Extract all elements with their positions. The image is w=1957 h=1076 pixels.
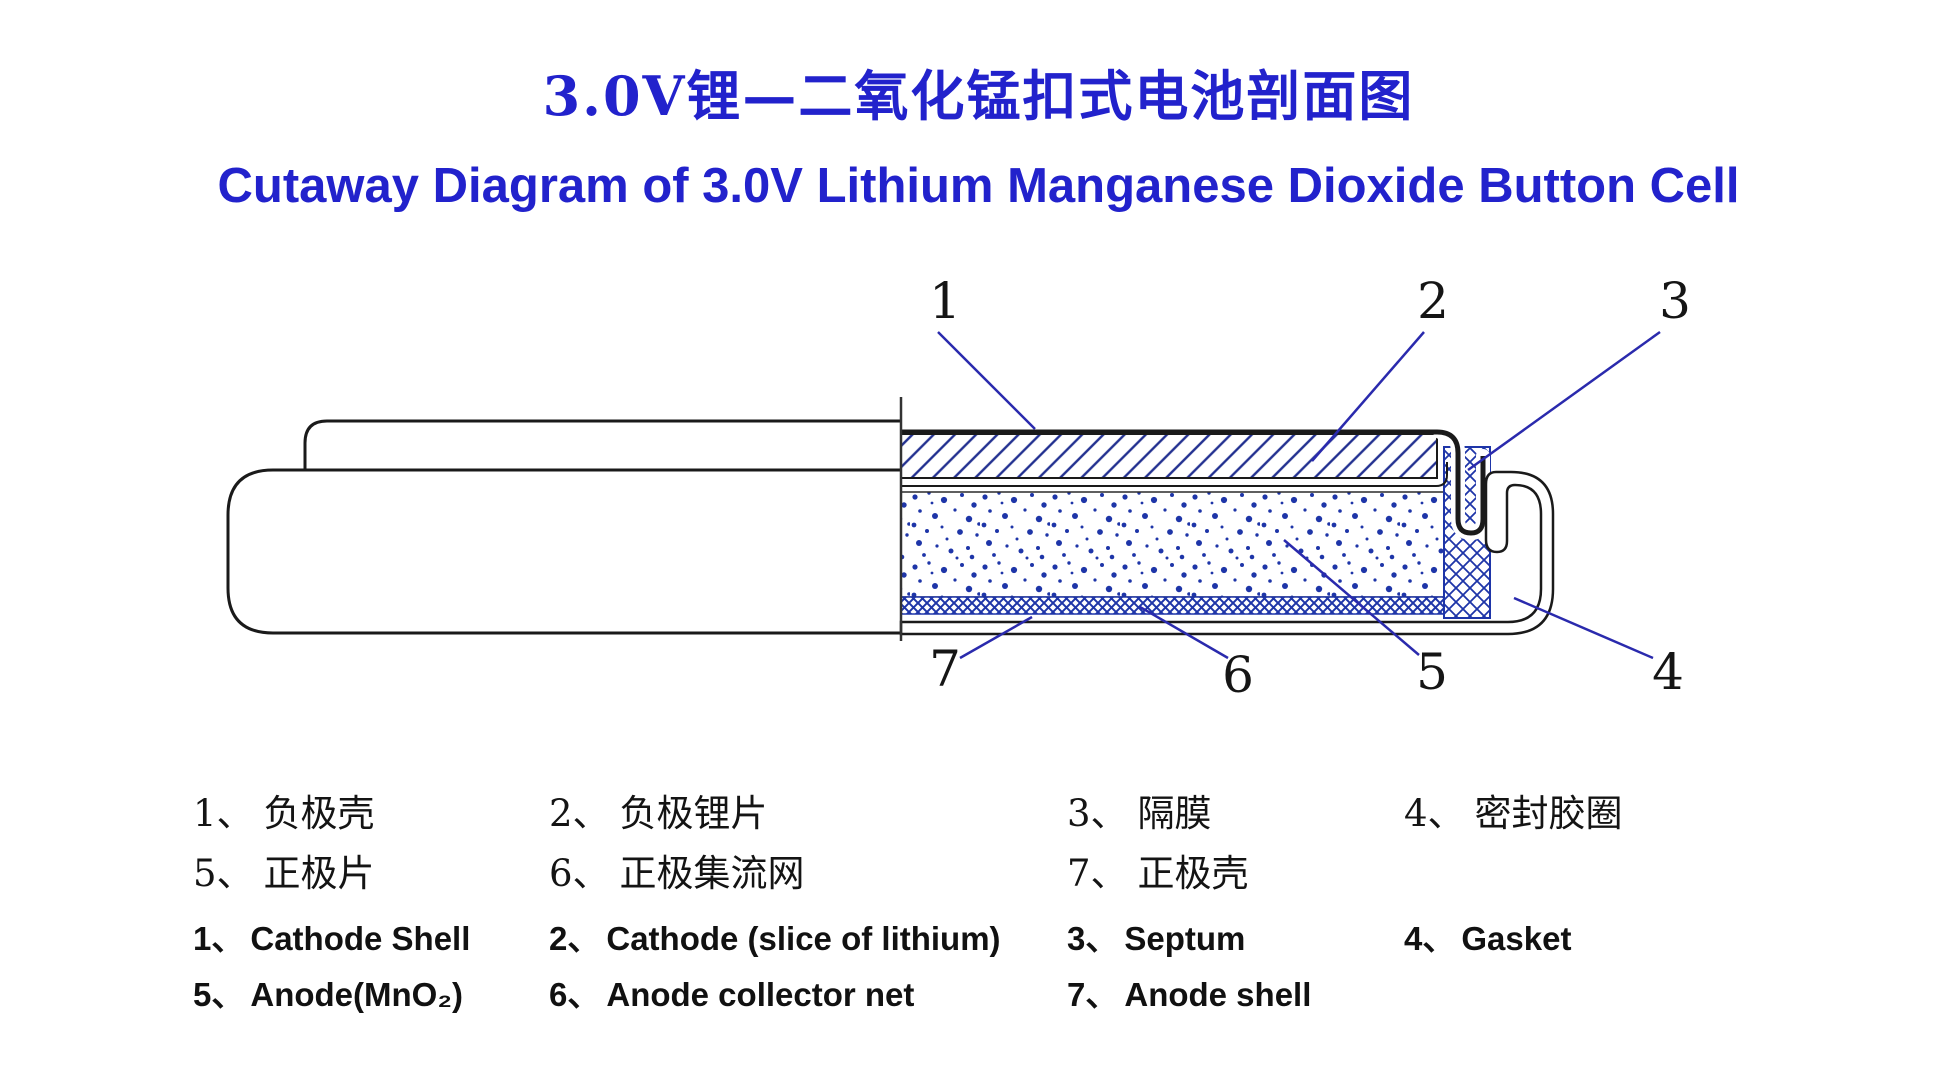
callout-line-2 — [1311, 331, 1425, 462]
legend-label: 负极锂片 — [619, 792, 768, 835]
legend-item-zh-3: 3、隔膜 — [1067, 783, 1212, 837]
legend-number: 3、 — [1067, 792, 1128, 835]
legend-number: 6、 — [549, 852, 610, 895]
legend-item-zh-4: 4、密封胶圈 — [1404, 783, 1623, 837]
legend-number: 5、 — [193, 852, 254, 895]
mno2-cathode-layer — [900, 491, 1447, 598]
legend-item-zh-2: 2、负极锂片 — [549, 783, 768, 837]
callout-number-3: 3 — [1659, 272, 1691, 330]
cathode-shell-section — [901, 429, 1486, 536]
legend-number: 4、 — [1404, 792, 1465, 835]
legend-label: Cathode Shell — [250, 920, 471, 957]
legend-item-zh-7: 7、正极壳 — [1067, 843, 1249, 897]
legend-item-en-5: 5、Anode(MnO₂) — [193, 968, 463, 1016]
collector-net-layer — [900, 596, 1447, 615]
title-chinese: 3.0V锂—二氧化锰扣式电池剖面图 — [542, 64, 1415, 128]
legend-label: Septum — [1124, 920, 1246, 957]
callout-line-1 — [937, 331, 1036, 430]
callout-line-3 — [1467, 330, 1661, 472]
legend-item-en-1: 1、Cathode Shell — [193, 912, 470, 960]
cathode-shell-outline — [303, 419, 901, 470]
callout-number-7: 7 — [929, 640, 961, 698]
legend-number: 7、 — [1067, 852, 1128, 895]
legend-number: 1、 — [193, 792, 254, 835]
callout-number-2: 2 — [1417, 272, 1449, 330]
legend-label: 负极壳 — [263, 792, 375, 835]
callout-number-6: 6 — [1222, 646, 1254, 704]
callout-numbers: 1 2 3 4 5 6 7 — [929, 272, 1691, 704]
legend-item-en-2: 2、Cathode (slice of lithium) — [549, 912, 1001, 960]
lithium-slice-layer — [900, 433, 1438, 479]
title-english: Cutaway Diagram of 3.0V Lithium Manganes… — [217, 159, 1740, 213]
cell-outline-left-view — [226, 419, 901, 635]
legend-label: 正极片 — [263, 852, 375, 895]
legend-label: 正极壳 — [1137, 852, 1249, 895]
legend-number: 5、 — [193, 976, 245, 1013]
legend-label: 隔膜 — [1137, 792, 1212, 835]
legend-number: 3、 — [1067, 920, 1119, 957]
legend-label: Anode(MnO₂) — [250, 976, 463, 1013]
legend-label: Anode shell — [1124, 976, 1312, 1013]
separator-layer — [901, 462, 1448, 487]
legend-number: 2、 — [549, 792, 610, 835]
legend-number: 6、 — [549, 976, 601, 1013]
anode-shell-section — [899, 470, 1555, 636]
callout-number-4: 4 — [1652, 643, 1684, 701]
legend-item-en-7: 7、Anode shell — [1067, 968, 1311, 1016]
legend-item-en-6: 6、Anode collector net — [549, 968, 914, 1016]
legend-label: Cathode (slice of lithium) — [606, 920, 1001, 957]
callout-lines — [937, 330, 1661, 660]
callout-line-4 — [1513, 596, 1654, 660]
callout-number-1: 1 — [929, 272, 961, 330]
legend-label: Anode collector net — [606, 976, 915, 1013]
legend-item-en-4: 4、Gasket — [1404, 912, 1571, 960]
callout-line-6 — [1139, 605, 1229, 660]
legend-number: 4、 — [1404, 920, 1456, 957]
legend-number: 7、 — [1067, 976, 1119, 1013]
callout-line-5 — [1283, 539, 1420, 656]
anode-shell-outline — [226, 468, 901, 635]
legend-label: 密封胶圈 — [1474, 792, 1623, 835]
legend-label: 正极集流网 — [619, 852, 805, 895]
legend-number: 2、 — [549, 920, 601, 957]
legend-item-zh-5: 5、正极片 — [193, 843, 375, 897]
callout-number-5: 5 — [1416, 643, 1448, 701]
legend-label: Gasket — [1461, 920, 1572, 957]
legend-item-zh-6: 6、正极集流网 — [549, 843, 805, 897]
legend-item-en-3: 3、Septum — [1067, 912, 1245, 960]
callout-line-7 — [959, 615, 1033, 660]
legend-number: 1、 — [193, 920, 245, 957]
legend-item-zh-1: 1、负极壳 — [193, 783, 375, 837]
